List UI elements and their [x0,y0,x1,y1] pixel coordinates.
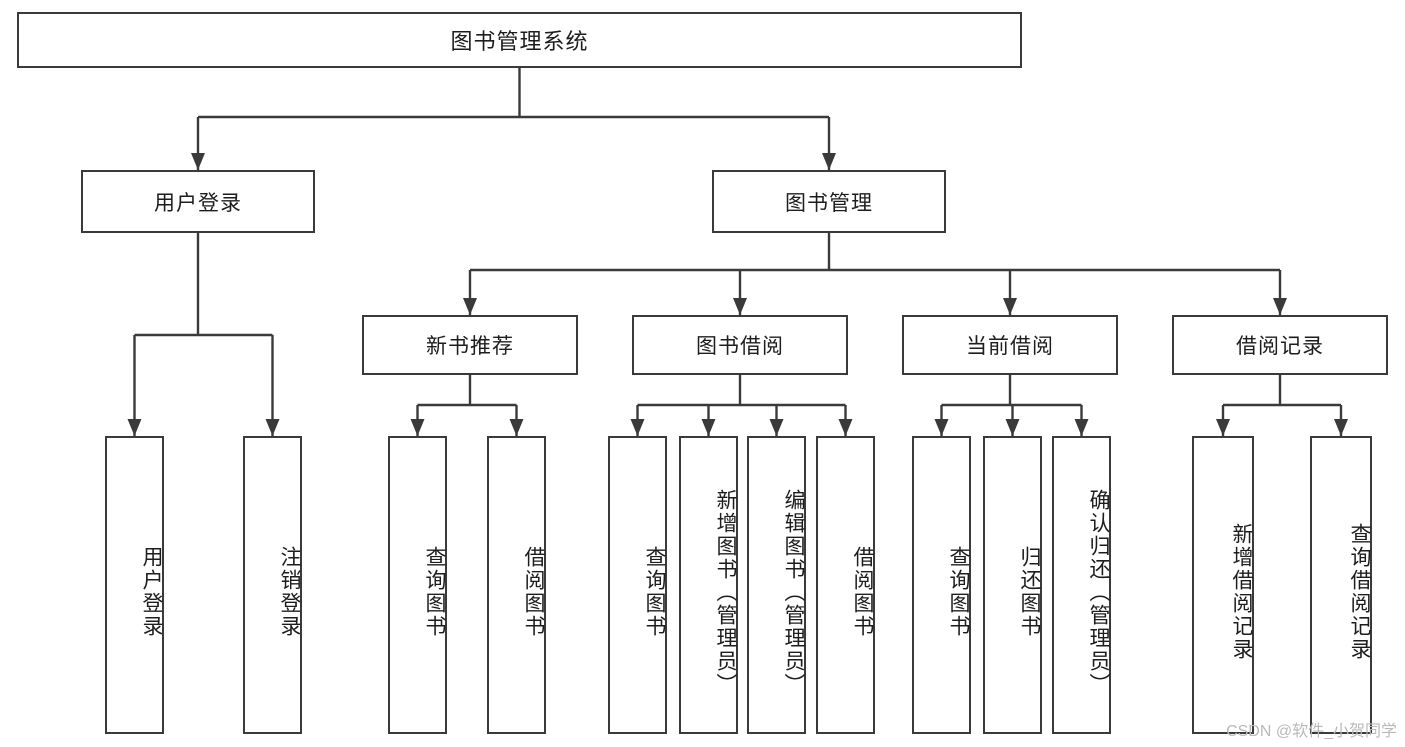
node-l9[interactable]: 查询图书 [912,436,971,734]
node-label: 图书管理 [785,191,873,215]
arrowhead-login [191,153,205,170]
node-l10[interactable]: 归还图书 [983,436,1042,734]
node-l5[interactable]: 查询图书 [608,436,667,734]
node-label: 确认归还（管理员） [1087,488,1110,696]
node-bookmgmt[interactable]: 图书管理 [712,170,946,233]
arrowhead-l11 [1074,419,1089,436]
node-root[interactable]: 图书管理系统 [17,12,1022,68]
node-current[interactable]: 当前借阅 [902,315,1118,375]
node-l8[interactable]: 借阅图书 [816,436,875,734]
node-label: 新增图书（管理员） [714,488,737,696]
node-label: 借阅图书 [851,546,874,638]
node-label: 新书推荐 [426,335,514,358]
arrowhead-newbook [463,298,477,315]
node-l7[interactable]: 编辑图书（管理员） [747,436,806,734]
arrowhead-l13 [1334,419,1348,436]
arrowhead-l6 [701,419,716,436]
node-l1[interactable]: 用户登录 [105,436,164,734]
arrowhead-bookmgmt [822,153,836,170]
node-label: 当前借阅 [966,335,1054,358]
arrowhead-l3 [410,419,425,436]
node-label: 用户登录 [154,191,242,215]
node-l13[interactable]: 查询借阅记录 [1310,436,1372,734]
node-label: 注销登录 [278,546,301,638]
arrowhead-l10 [1005,419,1020,436]
arrowhead-l5 [630,419,645,436]
arrowhead-l12 [1216,419,1230,436]
node-label: 借阅记录 [1236,335,1324,358]
node-l12[interactable]: 新增借阅记录 [1192,436,1254,734]
node-label: 查询图书 [947,546,970,638]
node-label: 归还图书 [1018,546,1041,638]
node-login[interactable]: 用户登录 [81,170,315,233]
csdn-watermark: CSDN @软件_小贺同学 [1226,723,1397,740]
node-newbook[interactable]: 新书推荐 [362,315,578,375]
arrowhead-l1 [127,419,142,436]
node-label: 借阅图书 [522,546,545,638]
node-records[interactable]: 借阅记录 [1172,315,1388,375]
node-label: 图书借阅 [696,335,784,358]
node-label: 查询图书 [423,546,446,638]
arrowhead-l4 [509,419,524,436]
node-l3[interactable]: 查询图书 [388,436,447,734]
arrowhead-records [1273,298,1287,315]
node-borrow[interactable]: 图书借阅 [632,315,848,375]
arrowhead-l8 [838,419,853,436]
arrowhead-l9 [934,419,949,436]
arrowhead-l2 [265,419,280,436]
node-label: 查询借阅记录 [1348,523,1371,661]
node-label: 图书管理系统 [450,29,589,54]
node-label: 查询图书 [643,546,666,638]
node-label: 用户登录 [140,546,163,638]
node-l6[interactable]: 新增图书（管理员） [679,436,738,734]
arrowhead-current [1003,298,1017,315]
arrowhead-l7 [769,419,784,436]
node-label: 新增借阅记录 [1230,523,1253,661]
node-label: 编辑图书（管理员） [782,488,805,696]
node-l11[interactable]: 确认归还（管理员） [1052,436,1111,734]
node-l4[interactable]: 借阅图书 [487,436,546,734]
arrowhead-borrow [733,298,747,315]
node-l2[interactable]: 注销登录 [243,436,302,734]
